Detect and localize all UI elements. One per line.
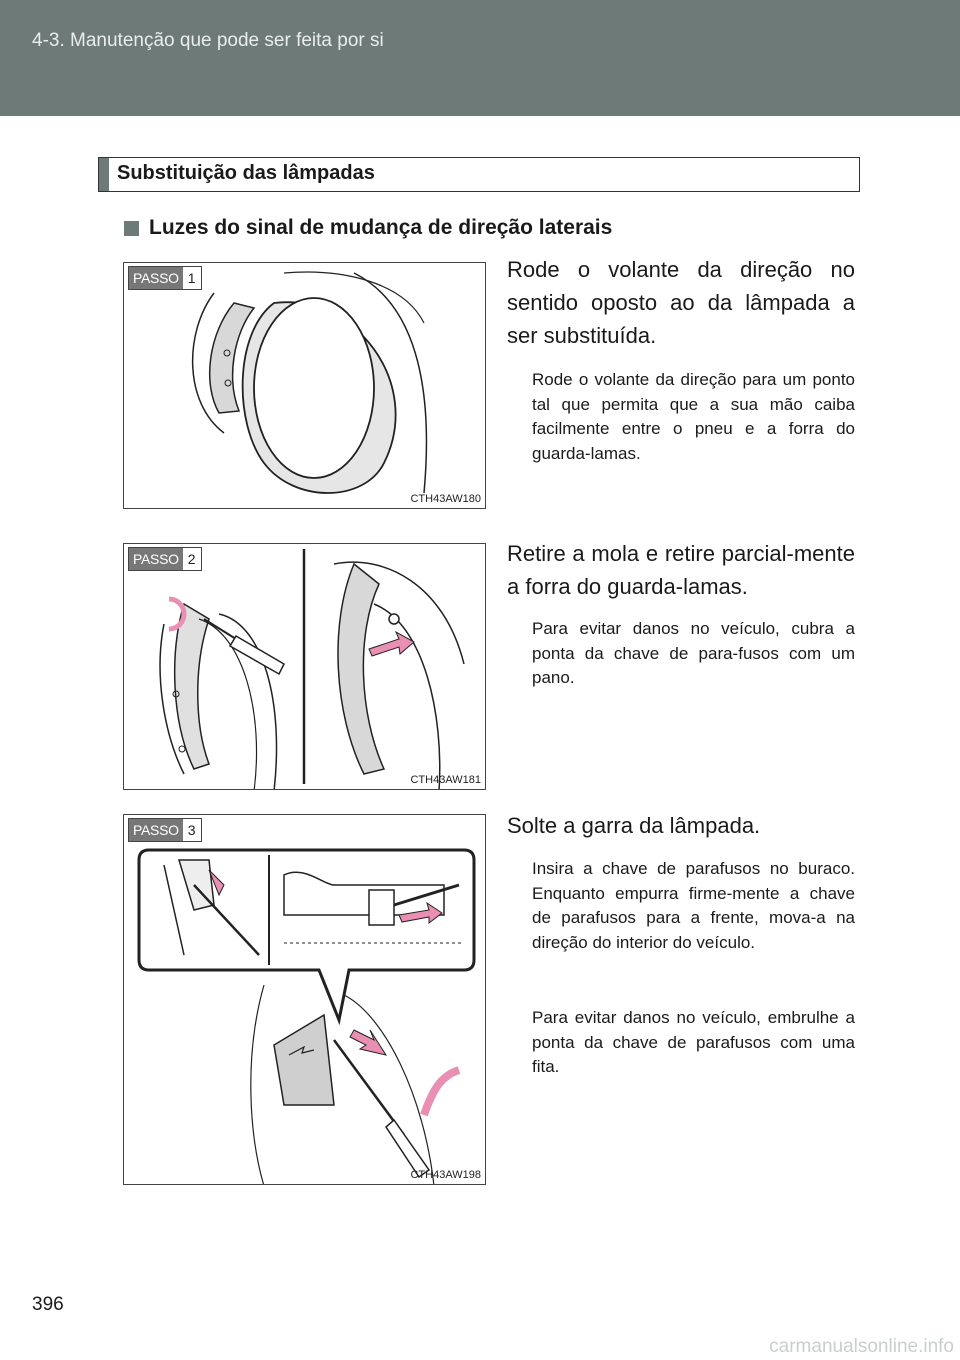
step-badge-3: PASSO 3 [128, 818, 202, 842]
step-2-detail: Para evitar danos no veículo, cubra a po… [532, 619, 855, 687]
section-heading-box: Substituição das lâmpadas [98, 157, 860, 192]
step-badge-label: PASSO [129, 267, 183, 289]
figure-step-3: PASSO 3 CTH43AW198 [123, 814, 486, 1185]
illustration-tire-turned [191, 271, 428, 494]
step-badge-number: 2 [182, 548, 201, 570]
header-section-title: 4-3. Manutenção que pode ser feita por s… [32, 30, 384, 51]
figure-step-2: PASSO 2 CTH43AW181 [123, 543, 486, 790]
section-title: Substituição das lâmpadas [117, 162, 375, 184]
step-badge-number: 3 [182, 819, 201, 841]
illustration-remove-clip [159, 549, 465, 789]
figure-step-1: PASSO 1 CTH43AW180 [123, 262, 486, 509]
figure-code: CTH43AW198 [410, 1169, 481, 1181]
page-number: 396 [32, 1294, 64, 1315]
step-badge-label: PASSO [129, 819, 183, 841]
step-badge-1: PASSO 1 [128, 266, 202, 290]
step-3-instruction: Solte a garra da lâmpada. [507, 813, 761, 838]
section-heading-bar [99, 158, 109, 191]
figure-code: CTH43AW181 [410, 774, 481, 786]
square-bullet-icon [124, 220, 139, 236]
step-badge-label: PASSO [129, 548, 183, 570]
step-2-instruction: Retire a mola e retire parcial-mente a f… [507, 541, 855, 599]
sub-heading: Luzes do sinal de mudança de direção lat… [124, 216, 612, 240]
step-1-instruction: Rode o volante da direção no sentido opo… [507, 257, 855, 348]
step-badge-2: PASSO 2 [128, 547, 202, 571]
page-header: 4-3. Manutenção que pode ser feita por s… [0, 0, 960, 116]
step-badge-number: 1 [182, 267, 201, 289]
footer-watermark-logo: carmanualsonline.info [769, 1336, 954, 1357]
sub-heading-text: Luzes do sinal de mudança de direção lat… [149, 216, 613, 239]
step-3-detail-1: Insira a chave de parafusos no buraco. E… [532, 859, 855, 952]
step-3-detail-2: Para evitar danos no veículo, embrulhe a… [532, 1008, 855, 1076]
figure-code: CTH43AW180 [410, 493, 481, 505]
step-1-detail: Rode o volante da direção para um ponto … [532, 370, 855, 463]
illustration-release-clamp [137, 848, 476, 1184]
